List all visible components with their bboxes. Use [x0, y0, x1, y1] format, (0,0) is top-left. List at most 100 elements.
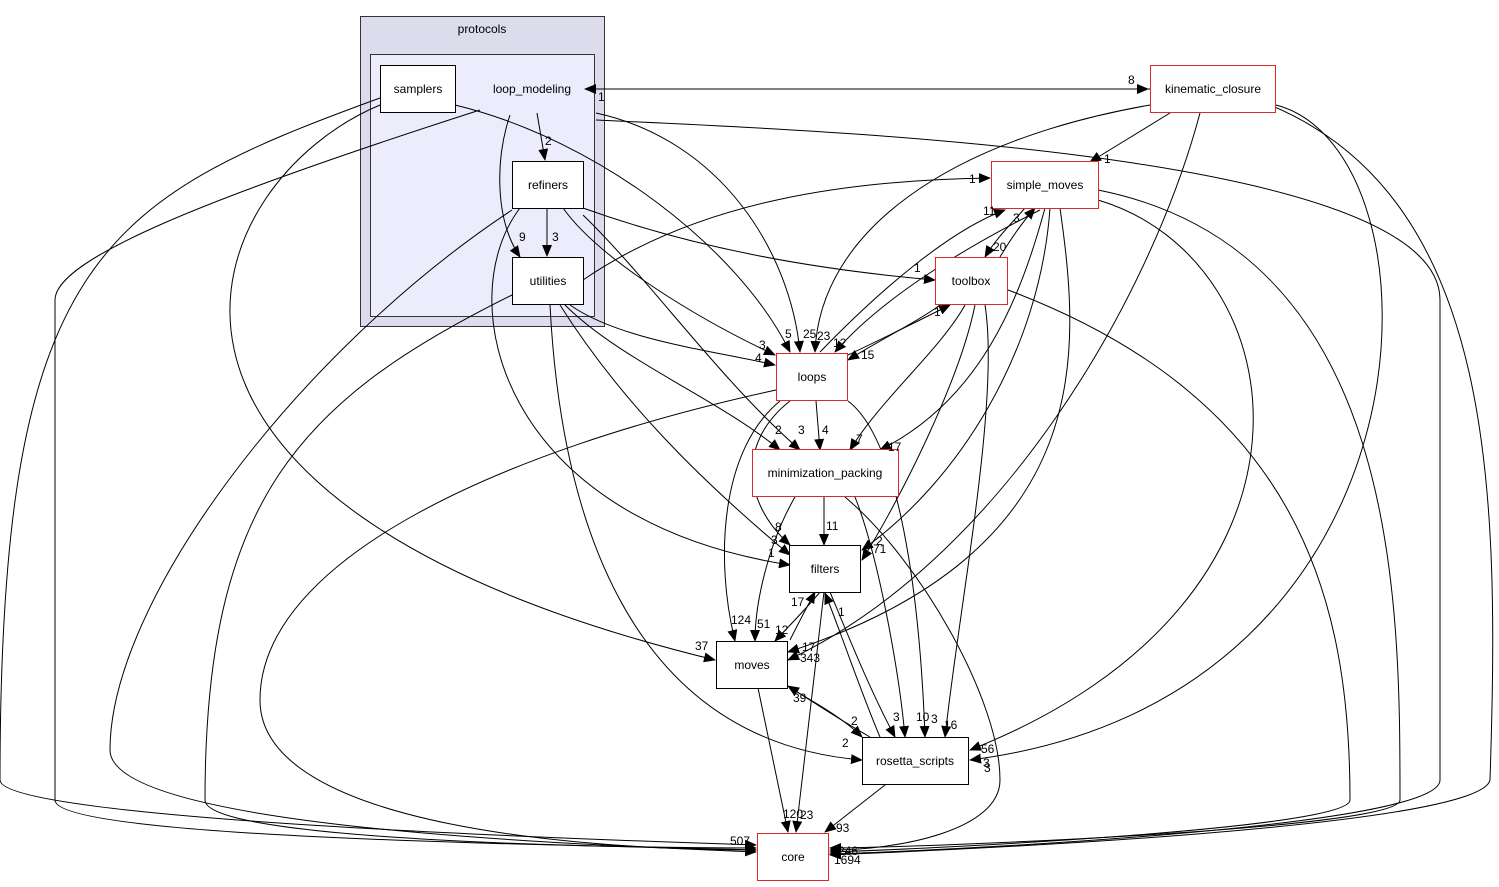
- edge: [854, 496, 910, 738]
- node-toolbox-label: toolbox: [952, 274, 991, 288]
- edge-label: 4: [822, 423, 829, 437]
- node-core[interactable]: core: [757, 833, 829, 881]
- edge: [259, 389, 777, 855]
- edge-label: 1: [1104, 152, 1111, 166]
- node-utilities[interactable]: utilities: [512, 257, 584, 305]
- edge-label: 1: [969, 172, 976, 186]
- edge-label: 3: [771, 533, 778, 547]
- edge: [204, 294, 757, 853]
- node-samplers[interactable]: samplers: [380, 65, 456, 113]
- edge: [999, 207, 1036, 258]
- edge: [723, 400, 781, 642]
- node-filters[interactable]: filters: [789, 545, 861, 593]
- cluster-loop-modeling-label: loop_modeling: [493, 82, 571, 96]
- edge-label: 124: [731, 613, 751, 627]
- edge: [787, 207, 1071, 654]
- edges: [0, 84, 1494, 860]
- edge-label: 2: [842, 736, 849, 750]
- edge-label: 39: [793, 691, 807, 705]
- edge-label: 3: [893, 710, 900, 724]
- node-loops[interactable]: loops: [776, 353, 848, 401]
- edge: [847, 304, 941, 361]
- edge: [536, 112, 549, 161]
- edge: [829, 104, 1494, 860]
- edge: [595, 112, 804, 353]
- edge: [229, 104, 716, 663]
- node-rosetta-scripts[interactable]: rosetta_scripts: [862, 737, 969, 785]
- edge-label: 71: [873, 542, 887, 556]
- edge: [454, 104, 791, 353]
- node-moves[interactable]: moves: [716, 641, 788, 689]
- edge-label: 17: [888, 440, 902, 454]
- edge-label: 3: [983, 756, 990, 770]
- node-filters-label: filters: [811, 562, 840, 576]
- node-minimization-packing[interactable]: minimization_packing: [752, 449, 899, 497]
- node-loops-label: loops: [798, 370, 827, 384]
- node-kinematic-closure[interactable]: kinematic_closure: [1150, 65, 1276, 113]
- node-simple-moves[interactable]: simple_moves: [991, 161, 1099, 209]
- edge-label: 10: [916, 710, 930, 724]
- edge: [559, 304, 791, 556]
- edge: [829, 289, 1351, 857]
- node-utilities-label: utilities: [530, 274, 567, 288]
- edge: [549, 304, 863, 765]
- edge: [757, 687, 791, 833]
- edge-label: 8: [775, 520, 782, 534]
- edge: [789, 687, 863, 738]
- edge: [969, 104, 1383, 764]
- edge: [0, 97, 757, 850]
- edge-label: 3: [552, 230, 559, 244]
- edge-label: 3: [984, 761, 991, 775]
- edge-label: 11: [983, 204, 996, 218]
- edge-label: 37: [695, 639, 709, 653]
- edge: [849, 304, 966, 451]
- edge-label: 20: [993, 240, 1007, 254]
- edge: [829, 189, 1401, 853]
- edge-label: 23: [817, 329, 831, 343]
- edge-label: 507: [730, 834, 750, 848]
- edge-label: 4: [755, 351, 762, 365]
- edge: [569, 304, 776, 368]
- node-minimization-packing-label: minimization_packing: [768, 466, 883, 480]
- edge-label: 3: [931, 712, 938, 726]
- edge: [824, 592, 881, 738]
- edge: [829, 496, 1001, 855]
- edge: [499, 114, 521, 258]
- edge-label: 3: [798, 423, 805, 437]
- edge: [582, 214, 801, 451]
- edge: [787, 112, 1201, 661]
- edge-label: 11: [826, 519, 839, 533]
- edge-label: 1: [934, 305, 941, 319]
- node-kinematic-closure-label: kinematic_closure: [1165, 82, 1261, 96]
- edge-label: 3: [759, 338, 766, 352]
- edge: [879, 207, 1046, 451]
- edge-label: 16: [944, 718, 958, 732]
- node-refiners[interactable]: refiners: [512, 161, 584, 209]
- edge-label: 17: [791, 595, 805, 609]
- edge-label: 1694: [834, 853, 861, 867]
- edge-label: 93: [836, 821, 850, 835]
- node-simple-moves-label: simple_moves: [1007, 178, 1084, 192]
- edge-label: 1: [768, 546, 775, 560]
- edge-label: 1: [598, 90, 605, 104]
- edge-label: 1: [838, 605, 845, 619]
- node-toolbox[interactable]: toolbox: [935, 257, 1008, 305]
- edge-label: 1: [914, 261, 921, 275]
- edge-label: 12: [775, 623, 789, 637]
- edge: [750, 496, 796, 642]
- edge-label: 25: [803, 327, 817, 341]
- edge-label: 2: [851, 714, 858, 728]
- edge: [792, 591, 825, 833]
- edge: [984, 207, 1026, 258]
- edge-label: 2: [876, 534, 883, 548]
- edge: [969, 199, 1254, 751]
- edge: [829, 591, 896, 738]
- edge-label: 5: [785, 327, 792, 341]
- edge: [595, 119, 1441, 859]
- edge: [562, 207, 776, 356]
- edge-label: 12: [833, 336, 847, 350]
- edge-label: 8: [1128, 73, 1135, 87]
- node-core-label: core: [781, 850, 805, 864]
- edge: [1089, 112, 1171, 163]
